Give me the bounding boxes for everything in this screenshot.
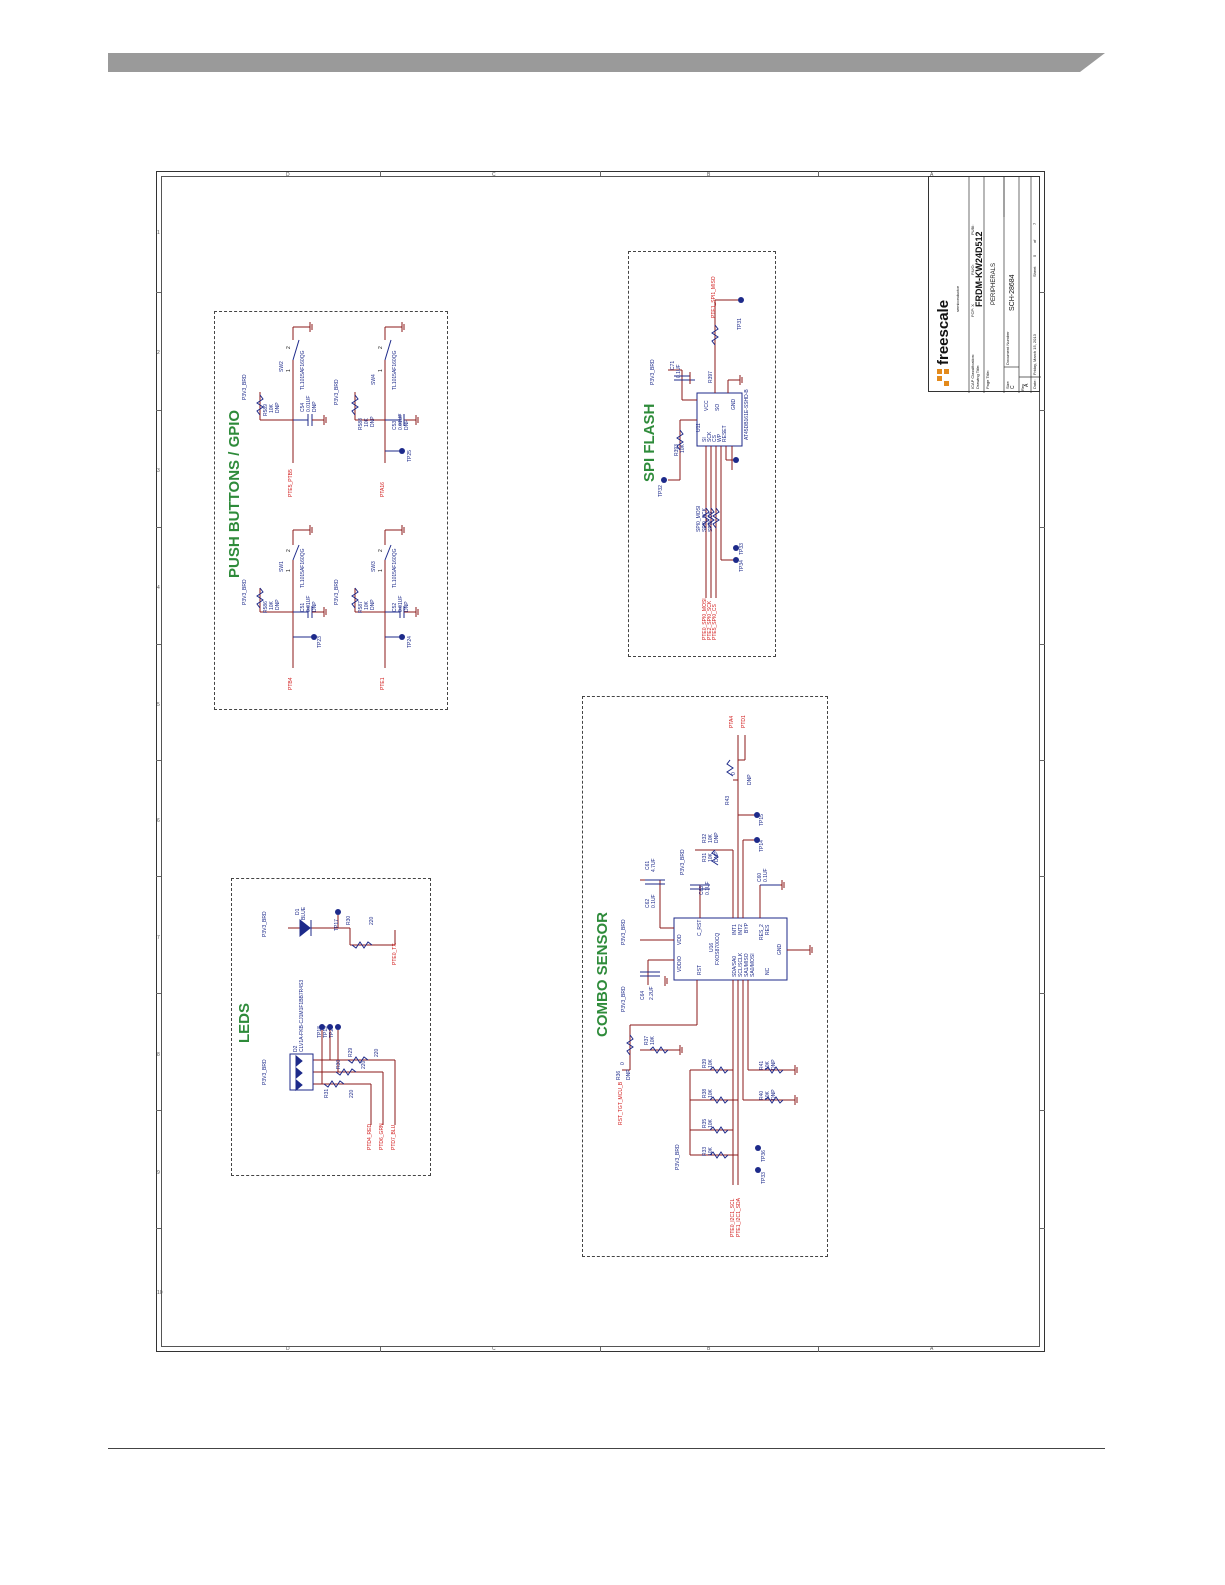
combo-tp33: TP33 <box>761 1172 767 1184</box>
combo-r36-dnp: DNP <box>626 1069 632 1080</box>
combo-r35-val: 10K <box>708 1119 714 1128</box>
combo-r36-val: 0 <box>620 1062 626 1065</box>
header-bar <box>108 53 1105 72</box>
combo-r41-dnp: DNP <box>771 1059 777 1070</box>
tb-docnum: SCH-28684 <box>1009 274 1016 311</box>
tb-of: 7 <box>1032 222 1037 225</box>
tb-sheet-label: Sheet <box>1032 266 1037 277</box>
combo-r37-val: 10K <box>650 1036 656 1045</box>
combo-pin-res: RES <box>765 924 771 935</box>
combo-r39-val: 10K <box>708 1059 714 1068</box>
combo-tp14: TP14 <box>759 840 765 852</box>
combo-pin-sa0: SA0/MOSI <box>750 953 756 977</box>
tb-docnum-label: Document Number <box>1005 331 1010 365</box>
combo-c64-val: 2.2UF <box>649 986 655 1000</box>
tb-size: C <box>1010 385 1016 389</box>
combo-r43-val: 0 <box>731 772 737 775</box>
combo-pin-gnd: GND <box>777 943 783 955</box>
combo-net-reset: RST_TGT_MCU_B <box>618 1081 624 1125</box>
combo-r40-dnp: DNP <box>771 1089 777 1100</box>
tb-page-title: PERIPHERALS <box>991 262 997 305</box>
title-block-logo: freescale <box>935 299 952 365</box>
combo-sensor-section <box>582 696 828 1257</box>
tb-of-label: of <box>1032 239 1037 243</box>
combo-r31-dnp: DNP <box>714 851 720 862</box>
combo-pin-nc: NC <box>765 967 771 975</box>
leds-section <box>231 878 431 1176</box>
combo-tp36: TP36 <box>761 1150 767 1162</box>
tb-date: Friday, March 15, 2013 <box>1032 334 1037 375</box>
tb-drawing-title-label: Drawing Title: <box>975 364 980 389</box>
combo-r43-ref: R43 <box>725 795 731 805</box>
combo-r32-dnp: DNP <box>714 832 720 843</box>
combo-c64-ref: C64 <box>640 990 646 1000</box>
combo-tp15: TP15 <box>759 814 765 826</box>
combo-pwr-b: P3V3_BRD <box>621 986 627 1012</box>
combo-pwr-d: P3V3_BRD <box>675 1144 681 1170</box>
combo-r43-dnp: DNP <box>747 774 753 785</box>
combo-chip-part: FXOS8700CQ <box>715 932 721 965</box>
combo-pwr-a: P3V3_BRD <box>621 919 627 945</box>
combo-net-sda: PTE1_I2C1_SDA <box>736 1198 742 1237</box>
title-block-logo-sub: semiconductor <box>955 285 960 312</box>
combo-net-pta4: PTA4 <box>729 715 735 728</box>
combo-pin-vdd: VDD <box>677 934 683 945</box>
tb-page-title-label: Page Title: <box>985 370 990 389</box>
combo-c63-val: 4.7UF <box>651 858 657 872</box>
combo-r36-ref: R36 <box>616 1070 622 1080</box>
combo-pwr-c: P3V3_BRD <box>680 849 686 875</box>
spi-flash-section <box>628 251 776 657</box>
tb-sheet: 5 <box>1032 254 1037 257</box>
footer-rule <box>108 1448 1105 1449</box>
combo-c63b-val: 0.1UF <box>705 881 711 895</box>
combo-net-ptd1: PTD1 <box>741 715 747 728</box>
combo-pin-vddio: VDDIO <box>677 956 683 972</box>
combo-pin-rst: RST <box>697 965 703 975</box>
combo-c60-val: 0.1UF <box>763 868 769 882</box>
title-block-grid <box>968 177 1041 393</box>
push-buttons-section <box>214 311 448 710</box>
title-block: freescale semiconductor ICAP Classificat… <box>928 176 1041 393</box>
combo-pin-crst: C_RST <box>697 919 703 936</box>
combo-r38-val: 10K <box>708 1089 714 1098</box>
combo-r33-val: 10K <box>708 1147 714 1156</box>
freescale-logo-icon <box>937 369 949 386</box>
tb-date-label: Date: <box>1032 379 1037 389</box>
tb-rev: A <box>1024 383 1030 387</box>
combo-c62-val: 0.1UF <box>651 894 657 908</box>
sheet-border <box>161 176 1040 1347</box>
combo-pin-byp: BYP <box>744 922 750 933</box>
tb-drawing-title: FRDM-KW24D512 <box>974 231 984 307</box>
